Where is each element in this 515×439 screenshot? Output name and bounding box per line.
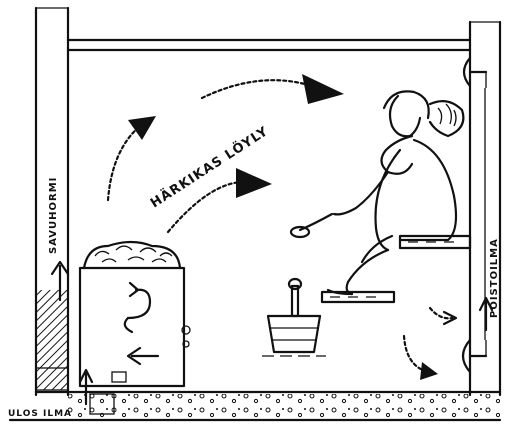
upper-exhaust-vent [464,58,486,88]
stove [80,242,190,386]
hot-steam-label: HÄRKIKAS LÖYLY [147,123,271,211]
steam-arrow-top [202,74,344,104]
bather-figure [291,91,463,294]
right-wall-duct [470,22,500,395]
chimney-label: SAVUHORMI [48,177,59,254]
steam-arrow-left [108,116,156,200]
air-arrow-right-lower [404,308,456,380]
water-bucket [262,279,326,356]
ceiling [68,40,470,50]
sauna-bench [322,236,470,302]
intake-air-label: ULOS ILMA [8,409,72,419]
lower-exhaust-vent [463,298,492,372]
exhaust-air-label: POISTOILMA [489,238,500,318]
